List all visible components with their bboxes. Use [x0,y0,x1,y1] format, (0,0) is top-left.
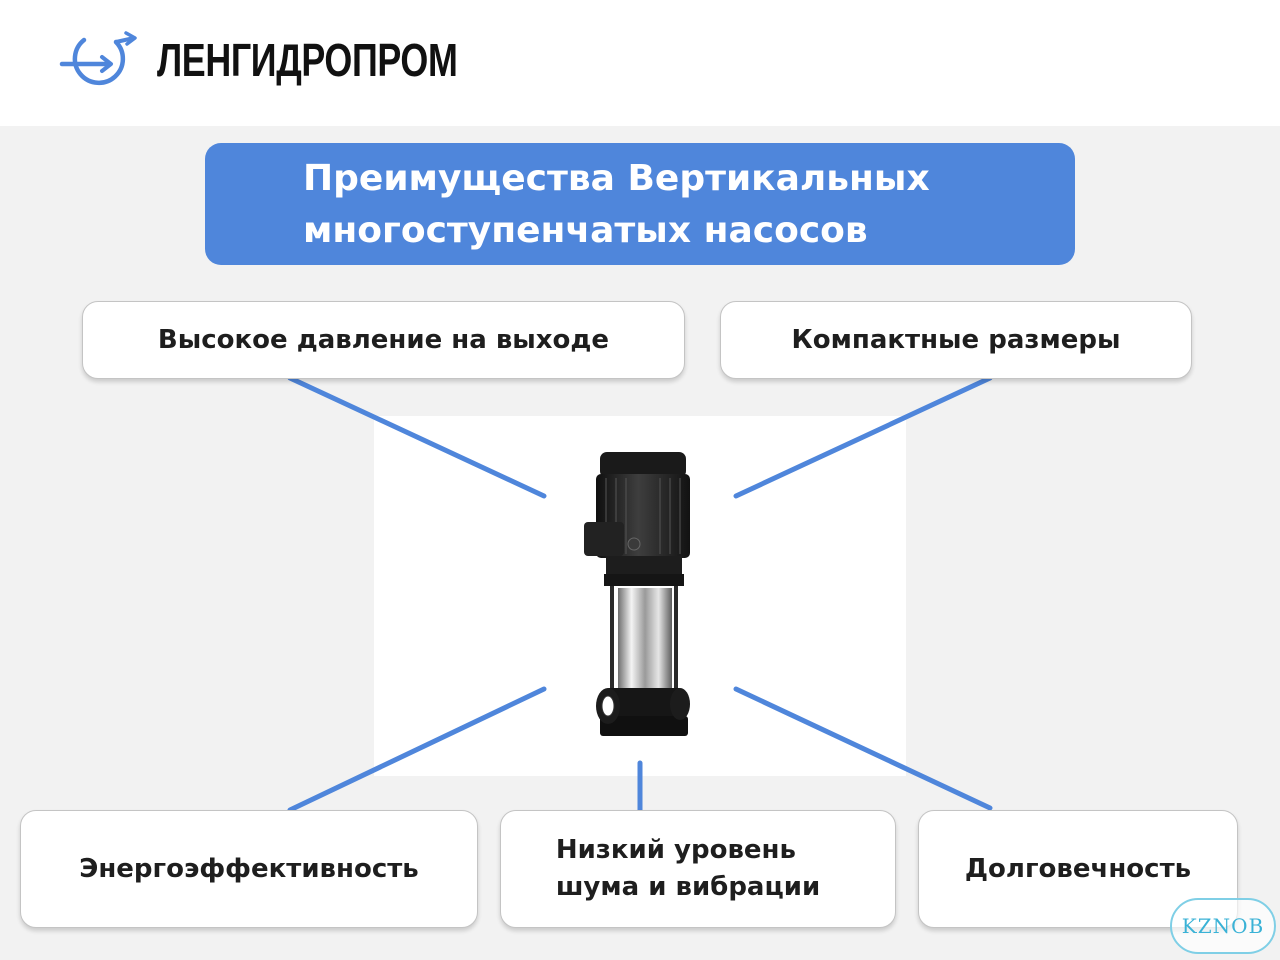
pump-image-area [374,416,906,776]
benefit-high-pressure: Высокое давление на выходе [82,301,685,379]
title-banner: Преимущества Вертикальных многоступенчат… [205,143,1075,265]
watermark-badge: KZNOB [1170,898,1276,954]
title-line-2: многоступенчатых насосов [303,210,868,251]
benefit-energy-efficiency: Энергоэффективность [20,810,478,928]
connector-durability [733,686,993,811]
brand-name: ЛЕНГИДРОПРОМ [157,34,458,86]
watermark-text: KZNOB [1181,914,1265,938]
vertical-multistage-pump-image [584,452,690,736]
connector-compact [733,375,993,499]
benefit-low-noise: Низкий уровень шума и вибрации [500,810,896,928]
pump-circle-arrow-icon [59,31,137,86]
benefit-high-pressure-label: Высокое давление на выходе [157,324,610,355]
connector-energy [287,686,547,813]
benefit-compact: Компактные размеры [720,301,1192,379]
benefit-low-noise-line-1: Низкий уровень [555,835,796,865]
benefit-durability-label: Долговечность [964,853,1192,884]
header: ЛЕНГИДРОПРОМ [0,0,1280,126]
benefit-low-noise-line-2: шума и вибрации [555,872,821,902]
connector-high-pressure [287,375,547,499]
benefit-energy-label: Энергоэффективность [79,853,419,884]
benefit-compact-label: Компактные размеры [791,324,1121,355]
title-line-1: Преимущества Вертикальных [303,158,930,199]
benefit-durability: Долговечность [918,810,1238,928]
